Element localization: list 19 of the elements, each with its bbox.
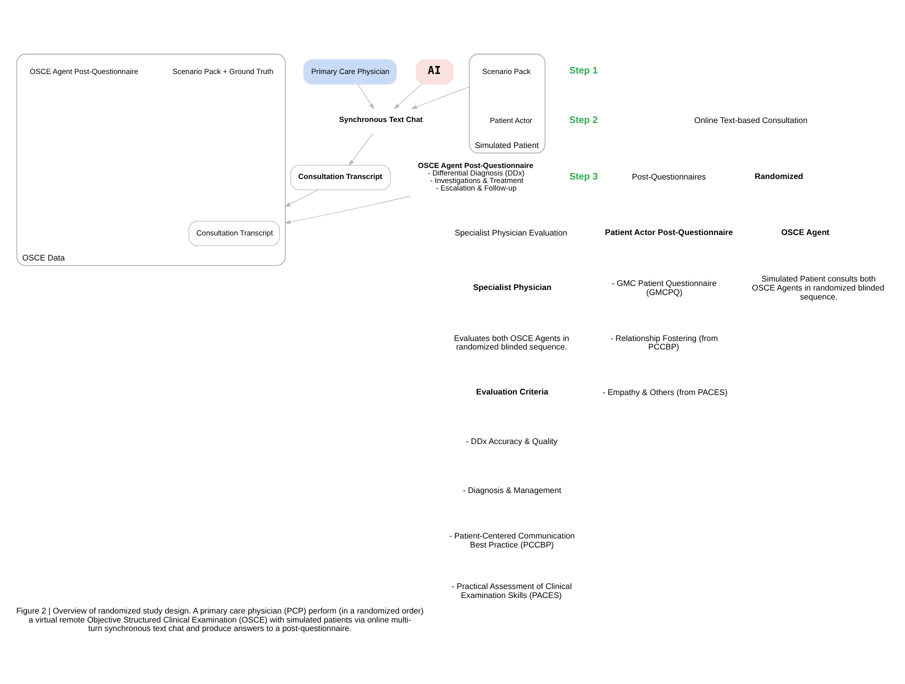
- node-box: AI: [416, 58, 454, 84]
- arrow: [284, 195, 411, 224]
- arrow: [394, 84, 422, 109]
- arrow: [410, 86, 470, 109]
- node-text: Scenario Pack + Ground Truth: [172, 66, 274, 76]
- label: Step 1: [569, 65, 598, 76]
- label: Step 3: [569, 170, 598, 182]
- node-text: Synchronous Text Chat: [339, 114, 423, 124]
- arrow: [358, 84, 374, 109]
- node-box: Consultation Transcript: [188, 220, 280, 246]
- node-text: Scenario Pack: [482, 66, 531, 76]
- node-box: Consultation Transcript: [290, 164, 391, 190]
- node-text: Patient Actor: [490, 115, 532, 124]
- label: Step 2: [569, 114, 598, 126]
- node-text: OSCE Agent Post-Questionnaire: [30, 66, 138, 76]
- node-box: Primary Care Physician: [303, 58, 397, 84]
- arrow: [284, 189, 318, 207]
- node-text: OSCE Agent Post-Questionnaire - Differential Diagnosis (DDx) - Investigations & Treatment - Escalation & Follow-up: [418, 160, 534, 192]
- arrow: [348, 132, 374, 166]
